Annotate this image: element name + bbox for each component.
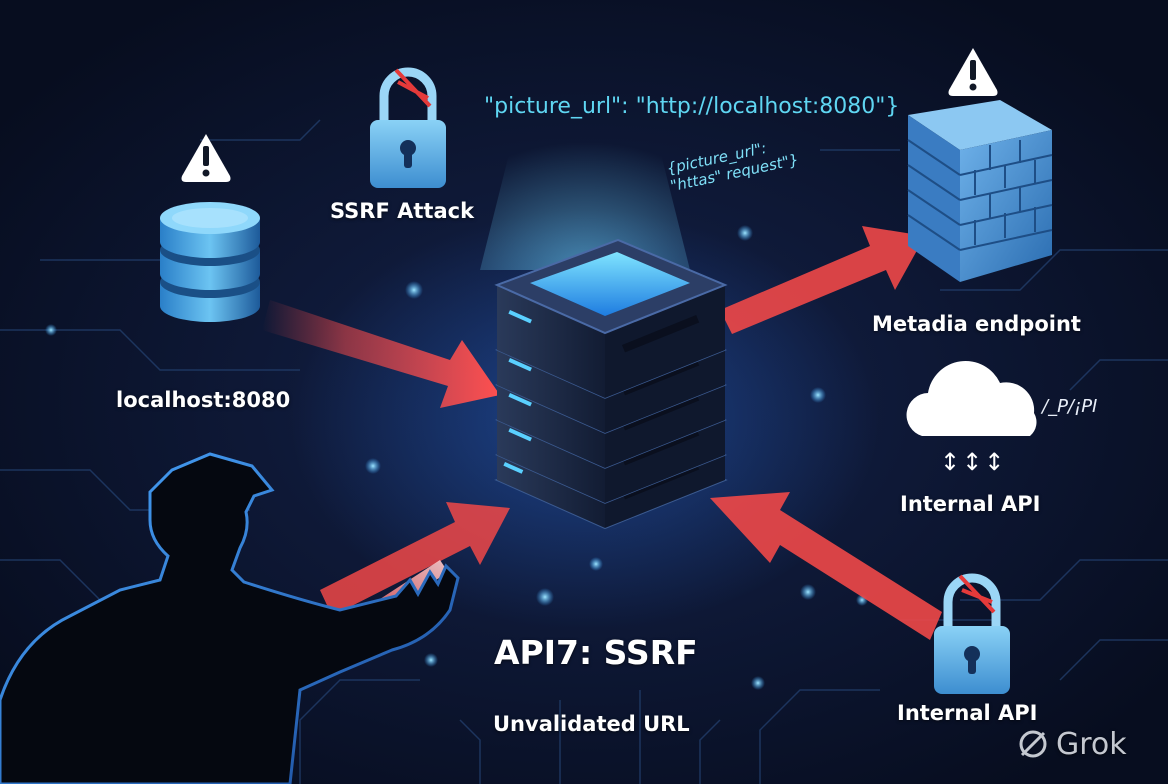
ssrf-attack-label: SSRF Attack	[330, 199, 475, 223]
glow-dots	[45, 225, 868, 690]
grok-logo-icon	[1019, 730, 1047, 758]
internal-api-lock-label: Internal API	[897, 701, 1038, 725]
diagram-subtitle: Unvalidated URL	[493, 712, 690, 736]
red-arrow-icon	[320, 502, 510, 616]
firewall-icon	[907, 100, 1053, 282]
warning-icon	[948, 48, 998, 96]
red-arrow-icon	[262, 300, 500, 408]
metadata-endpoint-label: Metadia endpoint	[872, 312, 1081, 336]
cloud-arrows-icon: ↕↕↕	[940, 448, 1007, 476]
padlock-icon	[370, 67, 446, 188]
cloud-icon	[906, 360, 1037, 436]
red-arrow-icon	[720, 226, 925, 334]
light-beam	[480, 110, 690, 270]
server-stack-icon	[494, 238, 728, 530]
grok-watermark: Grok	[1056, 727, 1127, 762]
warning-icon	[181, 134, 231, 182]
localhost-label: localhost:8080	[116, 388, 291, 412]
padlock-icon	[934, 573, 1010, 694]
internal-api-cloud-label: Internal API	[900, 492, 1041, 516]
database-icon	[160, 202, 260, 322]
red-arrow-icon	[710, 492, 942, 640]
cloud-path-text: /_P/¡PI	[1042, 396, 1098, 417]
attacker-silhouette-icon	[0, 452, 460, 784]
circuit-traces	[0, 119, 1168, 784]
diagram-title: API7: SSRF	[494, 633, 698, 672]
payload-top: "picture_url": "http://localhost:8080"}	[484, 94, 900, 119]
